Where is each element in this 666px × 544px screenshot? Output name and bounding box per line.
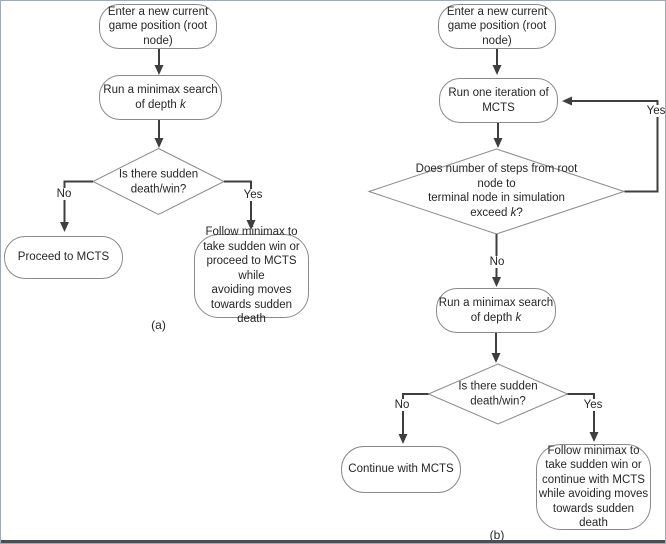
- b-node-follow-minimax-label: Follow minimax to take sudden win or con…: [538, 444, 649, 530]
- b-node-minimax-search: Run a minimax search of depth k: [436, 288, 556, 333]
- a-branch-no-label: No: [54, 188, 74, 200]
- panel-b-caption: (b): [489, 528, 505, 542]
- b-node-follow-minimax: Follow minimax to take sudden win or con…: [536, 444, 651, 530]
- a-node-minimax-search: Run a minimax search of depth k: [99, 75, 222, 120]
- b-node-start: Enter a new current game position (root …: [438, 4, 556, 49]
- b-sudden-no-label: No: [392, 399, 412, 411]
- b-steps-no-label: No: [487, 256, 507, 268]
- b-node-minimax-search-label: Run a minimax search of depth k: [438, 297, 554, 324]
- arrowhead: [493, 138, 503, 148]
- b-node-continue-mcts: Continue with MCTS: [341, 446, 461, 493]
- arrowhead: [491, 353, 501, 363]
- a-node-follow-minimax: Follow minimax to take sudden win or pro…: [194, 226, 309, 325]
- arrowhead: [398, 434, 408, 444]
- b-connector-sudden-no-branch: [402, 393, 429, 434]
- a-connector-no-branch: [63, 180, 93, 222]
- a-node-proceed-mcts: Proceed to MCTS: [4, 236, 123, 279]
- arrowhead: [589, 432, 599, 442]
- b-connector-sudden-yes-branch: [567, 393, 595, 432]
- b-connector-yes-loop: [572, 100, 659, 193]
- a-node-follow-minimax-label: Follow minimax to take sudden win or pro…: [203, 226, 300, 326]
- arrowhead: [154, 65, 164, 75]
- b-loop-yes-label: Yes: [644, 105, 666, 117]
- b-sudden-yes-label: Yes: [581, 399, 605, 411]
- arrowhead: [154, 138, 164, 148]
- arrowhead: [492, 65, 502, 75]
- arrowhead: [60, 222, 69, 232]
- a-connector-yes-branch: [224, 180, 252, 220]
- figure-bottom-rule: [1, 540, 665, 543]
- a-sudden-death-decision-diamond: [91, 147, 226, 216]
- a-node-start-label: Enter a new current game position (root …: [107, 5, 209, 47]
- b-node-mcts-iteration-label: Run one iteration of MCTS: [448, 87, 549, 114]
- a-decision-sudden-death-label: Is there sudden death/win?: [118, 168, 199, 196]
- arrowhead: [562, 96, 572, 106]
- a-node-proceed-mcts-label: Proceed to MCTS: [17, 251, 110, 264]
- b-node-mcts-iteration: Run one iteration of MCTS: [439, 78, 558, 123]
- b-node-continue-mcts-label: Continue with MCTS: [348, 463, 454, 476]
- arrowhead: [246, 220, 256, 230]
- panel-a-caption: (a): [151, 318, 166, 332]
- b-decision-steps-label: Does number of steps from root node to t…: [415, 163, 578, 219]
- b-decision-sudden-death-label: Is there sudden death/win?: [458, 380, 538, 408]
- b-node-start-label: Enter a new current game position (root …: [446, 5, 548, 47]
- arrowhead: [492, 277, 501, 287]
- b-sudden-death-decision-diamond: [427, 363, 569, 425]
- a-branch-yes-label: Yes: [241, 189, 265, 201]
- a-node-minimax-search-label: Run a minimax search of depth k: [103, 84, 218, 111]
- a-node-start: Enter a new current game position (root …: [99, 4, 217, 49]
